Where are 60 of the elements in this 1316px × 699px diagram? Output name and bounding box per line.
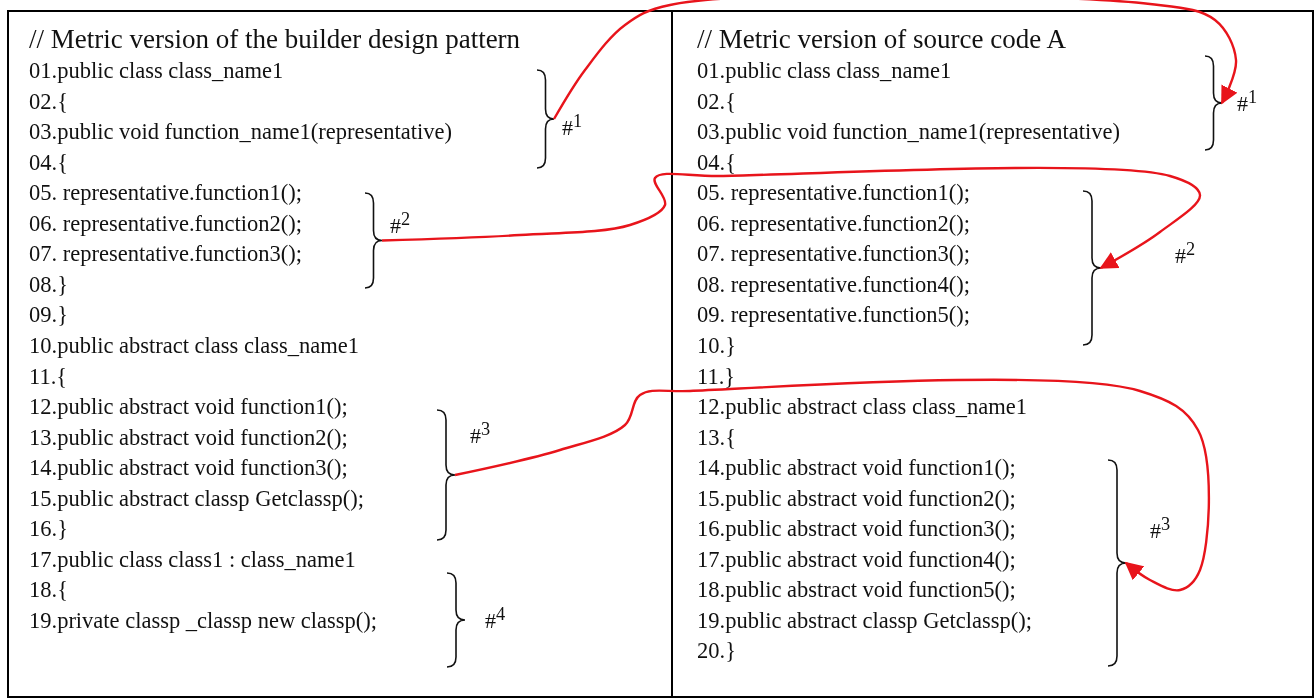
curly-brace bbox=[447, 573, 465, 667]
code-line: 07. representative.function3(); bbox=[697, 243, 971, 266]
code-line: 11.{ bbox=[29, 365, 68, 388]
code-line: 18.{ bbox=[29, 579, 68, 602]
group-label: #$^{1}$ bbox=[562, 112, 583, 140]
code-line: 08. representative.function4(); bbox=[697, 273, 971, 297]
group-label: #$^{4}$ bbox=[485, 605, 506, 633]
code-line: 04.{ bbox=[697, 151, 736, 175]
code-line: 17.public abstract void function4(); bbox=[697, 548, 1016, 572]
code-line: 06. representative.function2(); bbox=[29, 212, 303, 236]
curly-brace bbox=[1108, 460, 1126, 666]
code-panel bbox=[671, 10, 1314, 698]
code-line: 02.{ bbox=[29, 90, 68, 114]
code-heading: // Metric version of source code A bbox=[697, 26, 1066, 53]
code-line: 04.{ bbox=[29, 151, 68, 175]
group-label: #$^{1}$ bbox=[1237, 88, 1258, 116]
code-heading: // Metric version of the builder design pattern bbox=[29, 26, 521, 53]
group-label: #$^{3}$ bbox=[470, 420, 491, 448]
group-label: #$^{2}$ bbox=[1175, 240, 1196, 268]
code-line: 09.} bbox=[29, 304, 68, 327]
code-line: 15.public abstract void function2(); bbox=[697, 487, 1016, 511]
code-line: 16.} bbox=[29, 518, 68, 541]
code-line: 20.} bbox=[697, 640, 736, 663]
code-line: 09. representative.function5(); bbox=[697, 304, 971, 327]
code-line: 05. representative.function1(); bbox=[697, 182, 971, 205]
code-line: 03.public void function_name1(representative) bbox=[697, 121, 1120, 144]
group-label: #$^{2}$ bbox=[390, 210, 411, 238]
curly-brace bbox=[537, 70, 554, 168]
code-line: 16.public abstract void function3(); bbox=[697, 518, 1016, 541]
code-line: 01.public class class_name1 bbox=[697, 60, 952, 83]
code-line: 17.public class class1 : class_name1 bbox=[29, 548, 356, 572]
code-line: 01.public class class_name1 bbox=[29, 60, 284, 83]
code-line: 13.{ bbox=[697, 426, 736, 450]
curved-arrow bbox=[381, 166, 1202, 270]
code-line: 13.public abstract void function2(); bbox=[29, 426, 348, 450]
curly-brace bbox=[437, 410, 455, 540]
code-line: 14.public abstract void function3(); bbox=[29, 457, 348, 480]
code-line: 06. representative.function2(); bbox=[697, 212, 971, 236]
code-line: 08.} bbox=[29, 273, 68, 297]
curly-brace bbox=[365, 193, 382, 288]
code-line: 15.public abstract classp Getclassp(); bbox=[29, 487, 364, 511]
code-line: 02.{ bbox=[697, 90, 736, 114]
code-line: 11.} bbox=[697, 365, 736, 388]
group-label: #$^{3}$ bbox=[1150, 515, 1171, 543]
curly-brace bbox=[1083, 191, 1101, 345]
curved-arrow bbox=[454, 378, 1211, 592]
code-line: 10.} bbox=[697, 334, 736, 358]
code-line: 12.public abstract void function1(); bbox=[29, 396, 348, 419]
code-line: 14.public abstract void function1(); bbox=[697, 457, 1016, 480]
code-line: 10.public abstract class class_name1 bbox=[29, 334, 359, 358]
code-line: 18.public abstract void function5(); bbox=[697, 579, 1016, 602]
code-line: 07. representative.function3(); bbox=[29, 243, 303, 266]
curly-brace bbox=[1205, 56, 1222, 150]
code-panel bbox=[7, 10, 673, 698]
code-line: 12.public abstract class class_name1 bbox=[697, 396, 1027, 419]
code-line: 05. representative.function1(); bbox=[29, 182, 303, 205]
code-line: 03.public void function_name1(representative) bbox=[29, 121, 452, 144]
code-line: 19.public abstract classp Getclassp(); bbox=[697, 609, 1032, 633]
curved-arrow bbox=[552, 0, 1238, 120]
code-line: 19.private classp _classp new classp(); bbox=[29, 609, 378, 633]
